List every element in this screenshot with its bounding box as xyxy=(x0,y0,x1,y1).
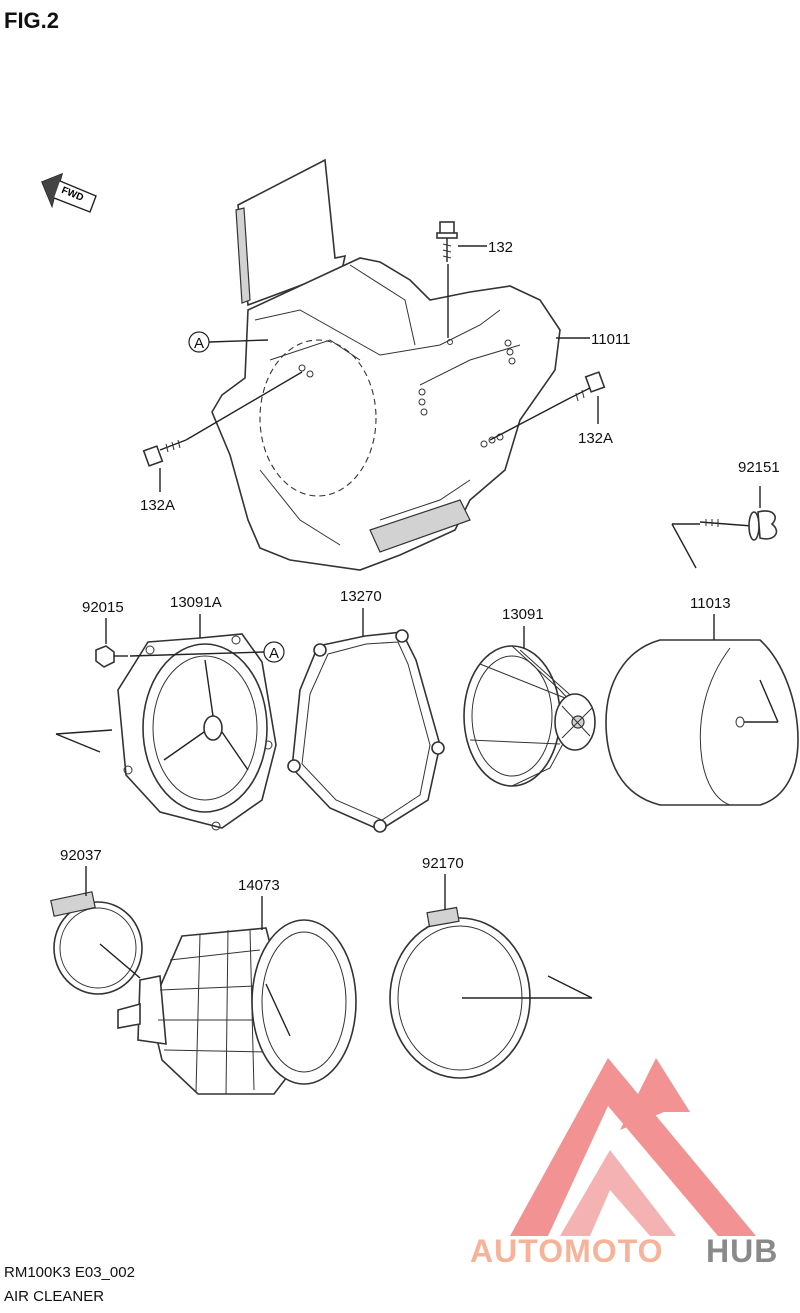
part-label-13270: 13270 xyxy=(340,588,382,605)
reference-mark-a-case: A xyxy=(194,335,204,352)
part-label-132: 132 xyxy=(488,239,513,256)
part-label-13091a: 13091A xyxy=(170,594,222,611)
watermark-text-hub: HUB xyxy=(706,1233,778,1269)
air-cleaner-boot-14073 xyxy=(117,919,357,1095)
fwd-arrow-icon: FWD xyxy=(41,172,97,213)
watermark-text-automoto: AUTOMOTO xyxy=(470,1233,663,1269)
part-label-11013: 11013 xyxy=(690,595,731,612)
filter-element-11013 xyxy=(605,639,799,806)
bolt-132-icon xyxy=(436,221,458,262)
figure-title: FIG.2 xyxy=(4,8,59,33)
part-label-132a-right: 132A xyxy=(578,430,613,447)
cap-13091a xyxy=(117,633,277,831)
reference-mark-a-cap: A xyxy=(269,645,279,662)
part-label-14073: 14073 xyxy=(238,877,280,894)
part-label-92037: 92037 xyxy=(60,847,102,864)
clamp-92170 xyxy=(389,906,531,1079)
bolt-132a-left-icon xyxy=(142,439,187,467)
bolt-132a-right-icon xyxy=(569,371,606,402)
clamp-92037 xyxy=(50,891,143,995)
part-label-92170: 92170 xyxy=(422,855,464,872)
part-label-132a-left: 132A xyxy=(140,497,175,514)
model-code: RM100K3 E03_002 xyxy=(4,1264,135,1281)
part-label-92015: 92015 xyxy=(82,599,124,616)
figure-caption: AIR CLEANER xyxy=(4,1288,105,1305)
part-label-11011: 11011 xyxy=(591,331,631,348)
gasket-13270 xyxy=(287,629,445,833)
filter-cage-13091 xyxy=(463,645,596,787)
nut-92015-icon xyxy=(95,645,128,668)
part-label-13091: 13091 xyxy=(502,606,544,623)
wing-bolt-92151-icon xyxy=(699,510,778,541)
air-cleaner-case xyxy=(211,158,561,571)
part-label-92151: 92151 xyxy=(738,459,780,476)
watermark-logo-icon xyxy=(510,1058,756,1236)
